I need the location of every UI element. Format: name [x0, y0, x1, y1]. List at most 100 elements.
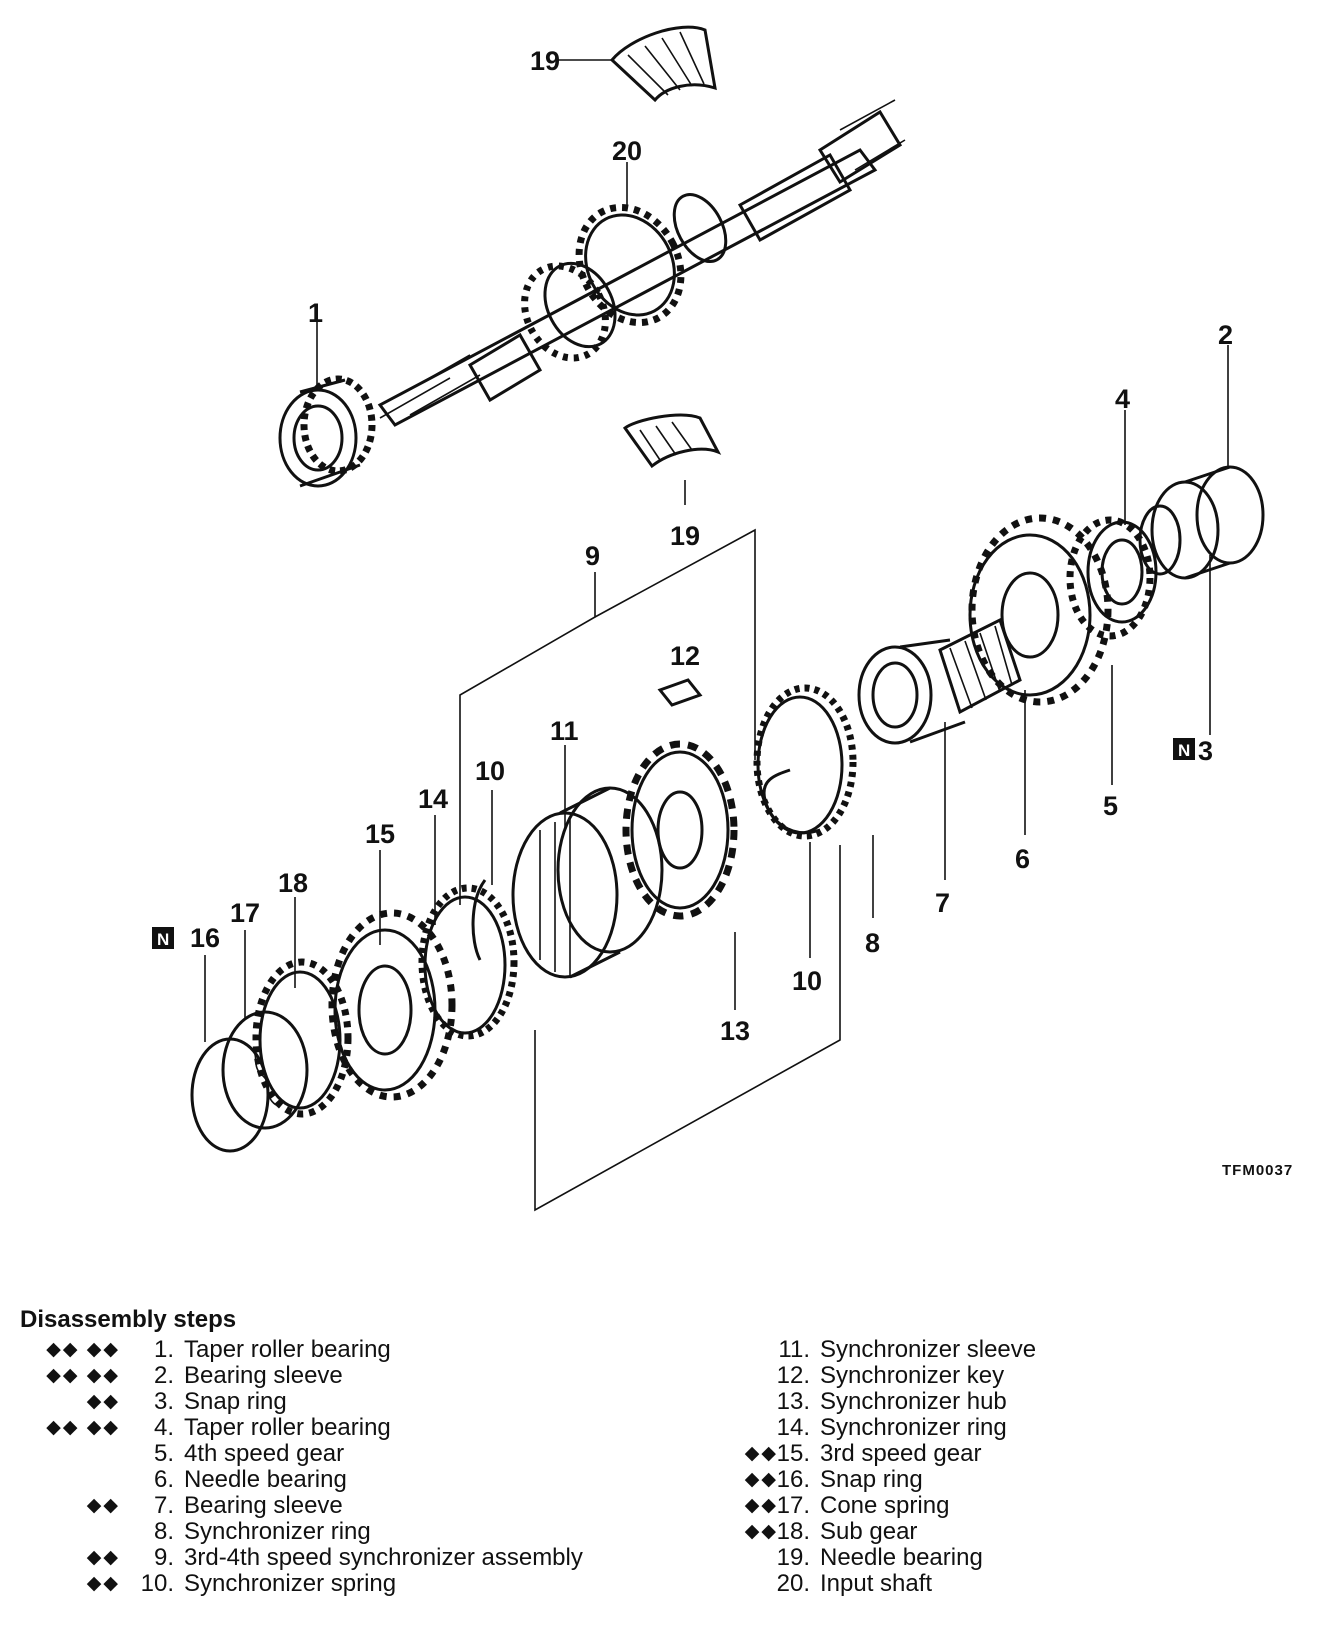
- step-number: 16.: [776, 1466, 810, 1493]
- step-label: Input shaft: [820, 1570, 933, 1597]
- svg-text:N: N: [1178, 741, 1190, 760]
- step-item: ◆◆16.Snap ring: [690, 1467, 1330, 1493]
- step-item: ◆◆17.Cone spring: [690, 1493, 1330, 1519]
- step-symbols: ◆◆: [744, 1521, 778, 1542]
- step-label: 4th speed gear: [184, 1440, 345, 1467]
- callout-12: 12: [670, 641, 700, 671]
- step-item: 14. Synchronizer ring: [690, 1415, 1330, 1441]
- taper-roller-bearing-4: [1066, 516, 1158, 640]
- step-number: 17.: [776, 1492, 810, 1519]
- step-label: Synchronizer hub: [820, 1388, 1007, 1415]
- bearing-sleeve-7: [857, 638, 966, 745]
- step-number: 14.: [776, 1414, 810, 1441]
- callout-16: 16: [190, 923, 220, 953]
- step-number: 4.: [153, 1414, 174, 1441]
- callout-20: 20: [612, 136, 642, 166]
- callout-17: 17: [230, 898, 260, 928]
- input-shaft: [377, 99, 906, 427]
- step-number: 7.: [153, 1492, 174, 1519]
- step-item: 12.Synchronizer key: [690, 1363, 1330, 1389]
- step-label: Needle bearing: [184, 1466, 347, 1493]
- callout-6: 6: [1015, 844, 1030, 874]
- step-symbols: ◆◆ ◆◆: [46, 1417, 120, 1438]
- callout-18: 18: [278, 868, 308, 898]
- step-label: Snap ring: [820, 1466, 923, 1493]
- step-item: ◆◆7.Bearing sleeve: [20, 1493, 680, 1519]
- synchronizer-key-12: [657, 678, 703, 707]
- step-label: Cone spring: [820, 1492, 950, 1519]
- step-item: ◆◆18. Sub gear: [690, 1519, 1330, 1545]
- snap-ring-16: [190, 1037, 270, 1153]
- synchronizer-spring-10-left: [471, 879, 487, 961]
- step-symbols: ◆◆: [86, 1495, 120, 1516]
- callout-19-top: 19: [530, 46, 560, 76]
- step-label: Synchronizer key: [820, 1362, 1005, 1389]
- step-symbols: ◆◆ ◆◆: [46, 1339, 120, 1360]
- step-number: 18.: [776, 1518, 810, 1545]
- callout-7: 7: [935, 888, 950, 918]
- step-item: 5. 4th speed gear: [20, 1441, 680, 1467]
- step-item: 19. Needle bearing: [690, 1545, 1330, 1571]
- step-item: 6. Needle bearing: [20, 1467, 680, 1493]
- steps-list-left: ◆◆ ◆◆ 1. Taper roller bearing ◆◆ ◆◆ 2. Bearin…: [20, 1337, 680, 1597]
- step-label: Snap ring: [184, 1388, 287, 1415]
- step-item: ◆◆10.Synchronizer spring: [20, 1571, 680, 1597]
- step-item: ◆◆ 3. Snap ring: [20, 1389, 680, 1415]
- step-number: 8.: [153, 1518, 174, 1545]
- step-symbols: ◆◆: [744, 1443, 778, 1464]
- disassembly-steps-title: Disassembly steps: [20, 1306, 237, 1333]
- step-label: 3rd speed gear: [820, 1440, 982, 1467]
- step-label: Sub gear: [820, 1518, 918, 1545]
- callout-3: 3: [1198, 736, 1213, 766]
- step-label: Needle bearing: [820, 1544, 983, 1571]
- step-number: 15.: [776, 1440, 810, 1467]
- step-number: 11.: [778, 1336, 810, 1363]
- callout-19-bottom: 19: [670, 521, 700, 551]
- step-label: Taper roller bearing: [184, 1336, 391, 1363]
- callout-2: 2: [1218, 320, 1233, 350]
- callout-10-left: 10: [475, 756, 505, 786]
- step-label: 3rd-4th speed synchronizer assembly: [184, 1544, 583, 1571]
- callout-5: 5: [1103, 791, 1118, 821]
- step-item: 13.Synchronizer hub: [690, 1389, 1330, 1415]
- step-item: 8. Synchronizer ring: [20, 1519, 680, 1545]
- needle-bearing-19-top: [609, 25, 717, 103]
- n-badge-3: N: [1173, 738, 1195, 760]
- step-number: 9.: [153, 1544, 174, 1571]
- step-label: Bearing sleeve: [184, 1362, 343, 1389]
- step-label: Synchronizer spring: [184, 1570, 397, 1597]
- step-symbols: ◆◆: [86, 1391, 120, 1412]
- callout-11: 11: [550, 716, 579, 746]
- step-number: 2.: [153, 1362, 174, 1389]
- callout-9: 9: [585, 541, 600, 571]
- step-symbols: ◆◆: [86, 1573, 120, 1594]
- step-symbols: ◆◆ ◆◆: [46, 1365, 120, 1386]
- callout-13: 13: [720, 1016, 750, 1046]
- step-label: Synchronizer ring: [820, 1414, 1007, 1441]
- step-number: 5.: [153, 1440, 174, 1467]
- sub-gear-18: [252, 958, 352, 1118]
- figure-id: TFM0037: [1222, 1162, 1293, 1179]
- bearing-sleeve-2: [1150, 465, 1265, 580]
- needle-bearing-19-bottom: [622, 413, 722, 469]
- step-item: ◆◆15. 3rd speed gear: [690, 1441, 1330, 1467]
- step-number: 20.: [776, 1570, 810, 1597]
- taper-roller-bearing-1: [278, 375, 376, 488]
- step-item: ◆◆ ◆◆4.Taper roller bearing: [20, 1415, 680, 1441]
- third-speed-gear-15: [328, 909, 456, 1101]
- step-label: Synchronizer sleeve: [820, 1336, 1037, 1363]
- callout-1: 1: [308, 298, 323, 328]
- step-number: 6.: [153, 1466, 174, 1493]
- svg-text:N: N: [157, 930, 169, 949]
- callout-labels: 19 20 1 2 4 19 9 12 11 10 14 15 18 17 16…: [190, 46, 1233, 1046]
- step-number: 3.: [153, 1388, 174, 1415]
- synchronizer-spring-10-right: [762, 768, 821, 835]
- callout-8: 8: [865, 928, 880, 958]
- step-number: 19.: [776, 1544, 810, 1571]
- step-label: Synchronizer ring: [184, 1518, 371, 1545]
- step-number: 1.: [153, 1336, 174, 1363]
- step-item: ◆◆ ◆◆ 2. Bearing sleeve: [20, 1363, 680, 1389]
- step-item: ◆◆ ◆◆ 1. Taper roller bearing: [20, 1337, 680, 1363]
- leader-lines: [204, 59, 1229, 1212]
